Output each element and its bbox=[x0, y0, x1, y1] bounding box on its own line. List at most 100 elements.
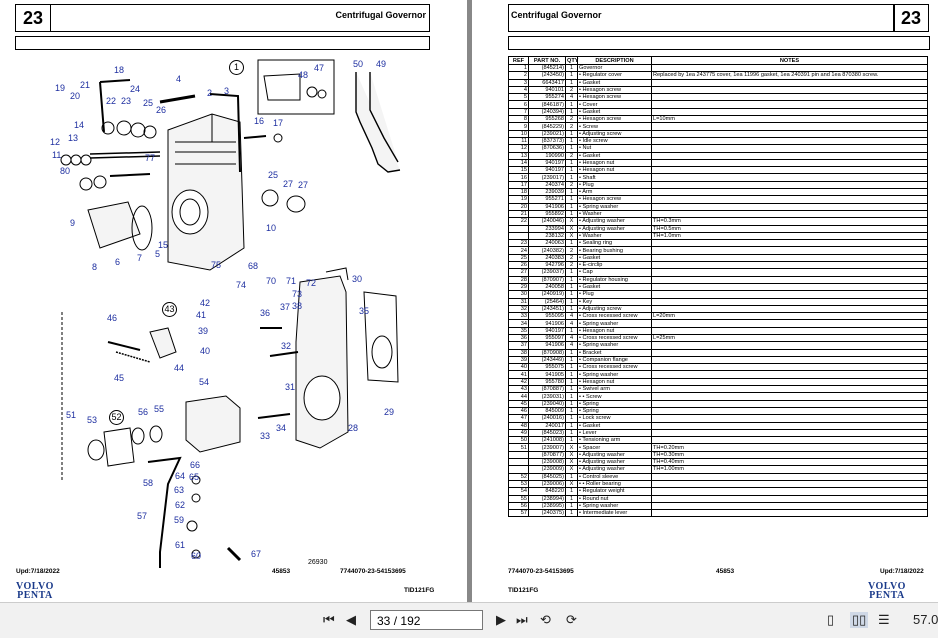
cell-desc: • Adjusting washer bbox=[577, 224, 652, 233]
cell-qty: 1 bbox=[565, 71, 578, 80]
cell-part: (846187) bbox=[528, 100, 566, 109]
cell-notes bbox=[651, 253, 928, 263]
two-page-view-icon[interactable]: ▯▯ bbox=[850, 612, 869, 628]
cell-notes bbox=[651, 260, 928, 270]
callout-44: 44 bbox=[174, 363, 185, 373]
cell-ref: 23 bbox=[508, 239, 529, 248]
doc-code: 7744070-23-54153695 bbox=[340, 568, 406, 575]
cell-ref: 15 bbox=[508, 166, 529, 175]
callout-51: 51 bbox=[66, 410, 77, 420]
callout-36: 36 bbox=[260, 308, 271, 318]
cell-notes bbox=[651, 275, 928, 284]
cell-part: 240063 bbox=[528, 239, 566, 248]
volvo-penta-logo: VOLVO PENTA bbox=[868, 582, 906, 601]
logo-line2: PENTA bbox=[17, 590, 53, 601]
cell-part: 239039 bbox=[528, 188, 566, 197]
cell-notes: Replaced by 1ea 243775 cover, 1ea 11996 … bbox=[651, 71, 928, 80]
cell-ref bbox=[508, 450, 529, 460]
callout-3: 3 bbox=[224, 86, 230, 96]
cell-part: 941906 bbox=[528, 202, 566, 211]
callout-19: 19 bbox=[55, 83, 66, 93]
cell-qty: 4 bbox=[565, 312, 578, 321]
cell-part: 233994 bbox=[528, 224, 566, 233]
cell-notes bbox=[651, 166, 928, 175]
callout-72: 72 bbox=[306, 278, 317, 288]
zoom-level[interactable]: 57.0 bbox=[913, 612, 938, 627]
cell-notes bbox=[651, 392, 928, 401]
cell-notes bbox=[651, 173, 928, 182]
previous-page-icon[interactable]: ◀ bbox=[346, 612, 356, 627]
cell-notes bbox=[651, 290, 928, 299]
callout-70: 70 bbox=[266, 276, 277, 286]
cell-desc: • Nut bbox=[577, 144, 652, 153]
callout-11: 11 bbox=[52, 150, 62, 160]
cell-notes bbox=[651, 107, 928, 117]
cell-part: 955075 bbox=[528, 363, 566, 372]
callout-26: 26 bbox=[156, 105, 167, 115]
page-separator: / bbox=[393, 614, 398, 628]
cell-qty: 1 bbox=[565, 166, 578, 175]
cell-ref: 44 bbox=[508, 392, 529, 401]
callout-47: 47 bbox=[314, 63, 325, 73]
rotate-left-icon[interactable]: ⟲ bbox=[540, 612, 551, 627]
last-page-icon[interactable]: ⏭ bbox=[516, 612, 528, 627]
callout-22: 22 bbox=[106, 96, 117, 106]
cell-notes bbox=[651, 188, 928, 197]
table-row: 10(239021)1• Adjusting screw bbox=[508, 129, 928, 138]
page-number: 23 bbox=[893, 4, 929, 32]
cell-qty: 1 bbox=[565, 414, 578, 423]
callout-48: 48 bbox=[298, 70, 309, 80]
single-page-view-icon[interactable]: ▯ bbox=[827, 612, 835, 627]
cell-ref: 57 bbox=[508, 509, 529, 518]
cell-qty: X bbox=[565, 231, 578, 241]
cell-notes bbox=[651, 326, 928, 336]
callout-40: 40 bbox=[200, 346, 211, 356]
table-row: 52(845025)1• Control sleeve bbox=[508, 472, 928, 481]
cell-qty: 2 bbox=[565, 122, 578, 131]
cell-desc: • Adjusting washer bbox=[577, 458, 652, 467]
next-page-icon[interactable]: ▶ bbox=[496, 612, 506, 627]
cell-ref: 9 bbox=[508, 122, 529, 131]
cell-notes bbox=[651, 399, 928, 408]
rotate-right-icon[interactable]: ⟳ bbox=[566, 612, 577, 627]
callout-60: 60 bbox=[191, 551, 202, 561]
table-row: 30(240919)1• Plug bbox=[508, 290, 928, 299]
first-page-icon[interactable]: ⏮ bbox=[323, 612, 335, 627]
cell-ref: 50 bbox=[508, 436, 529, 445]
cell-part: 848220 bbox=[528, 487, 566, 496]
cell-part: (239040) bbox=[528, 399, 566, 408]
continuous-view-icon[interactable]: ☰ bbox=[878, 612, 890, 627]
cell-notes bbox=[651, 129, 928, 138]
cell-notes bbox=[651, 370, 928, 379]
cell-notes bbox=[651, 428, 928, 438]
cell-part: (845025) bbox=[528, 472, 566, 481]
cell-ref: 36 bbox=[508, 333, 529, 343]
cell-qty: 1 bbox=[565, 436, 578, 445]
cell-desc: • Hexagon screw bbox=[577, 93, 652, 102]
cell-part: 955097 bbox=[528, 333, 566, 343]
cell-ref: 5 bbox=[508, 93, 529, 102]
cell-desc: • Hexagon screw bbox=[577, 195, 652, 204]
cell-desc: • Regulator weight bbox=[577, 487, 652, 496]
cell-ref: 49 bbox=[508, 428, 529, 438]
cell-ref: 28 bbox=[508, 275, 529, 284]
page-number-input[interactable]: 33 / 192 bbox=[370, 610, 483, 630]
cell-desc: • Hexagon nut bbox=[577, 158, 652, 168]
cell-ref: 27 bbox=[508, 268, 529, 277]
cell-notes: TH=0.40mm bbox=[651, 458, 928, 467]
cell-qty: 1 bbox=[565, 326, 578, 336]
model-code: TID121FG bbox=[404, 587, 435, 594]
cell-qty: 1 bbox=[565, 494, 578, 503]
cell-notes bbox=[651, 319, 928, 328]
callout-33: 33 bbox=[260, 431, 271, 441]
cell-qty: 2 bbox=[565, 246, 578, 255]
cell-desc: • Sealing ring bbox=[577, 239, 652, 248]
cell-desc: • Shaft bbox=[577, 173, 652, 182]
col-ref: REF bbox=[508, 56, 529, 65]
cell-notes: TH=0.30mm bbox=[651, 450, 928, 460]
cell-notes bbox=[651, 151, 928, 160]
